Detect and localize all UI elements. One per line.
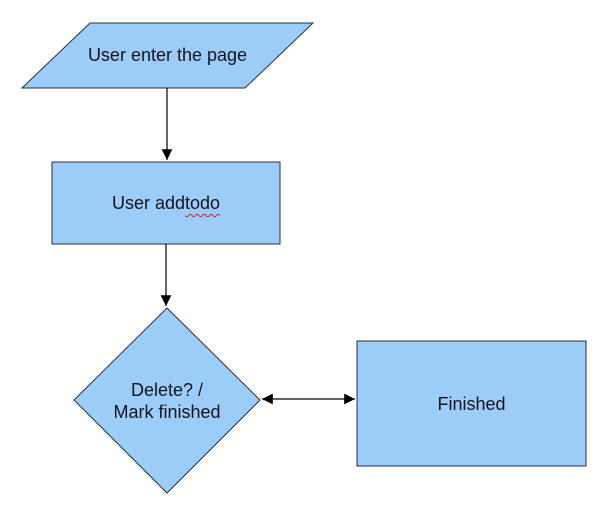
add-todo-rectangle (51, 161, 281, 245)
finished-rectangle (356, 340, 587, 467)
decision-diamond (73, 307, 261, 494)
start-parallelogram (20, 22, 315, 89)
